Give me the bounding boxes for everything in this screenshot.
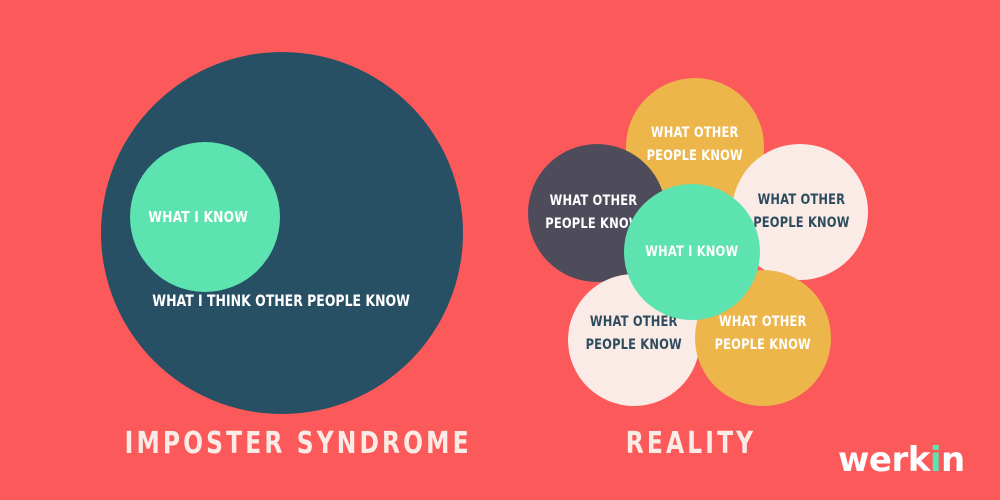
imposter-what-i-know-circle: WHAT I KNOW bbox=[130, 142, 280, 292]
imposter-others-know-label: WHAT I THINK OTHER PEOPLE KNOW bbox=[152, 291, 410, 310]
imposter-what-i-know-label: WHAT I KNOW bbox=[148, 207, 249, 226]
reality-caption: REALITY bbox=[625, 426, 757, 461]
reality-center-label: WHAT I KNOW bbox=[645, 243, 739, 260]
reality-center-circle: WHAT I KNOW bbox=[624, 184, 760, 320]
imposter-caption: IMPOSTER SYNDROME bbox=[124, 426, 472, 461]
werkin-logo: werkin bbox=[838, 440, 965, 480]
